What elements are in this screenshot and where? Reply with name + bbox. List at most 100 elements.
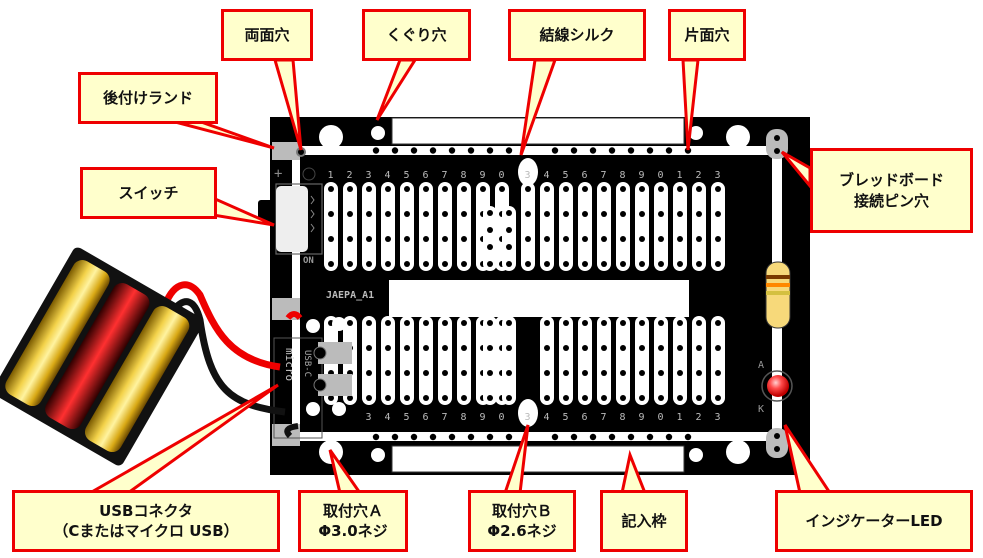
column-number: 9 — [639, 170, 645, 181]
strip-hole — [582, 320, 588, 326]
rail-hole — [551, 147, 559, 154]
strip — [419, 316, 433, 405]
strip — [483, 316, 497, 405]
strip-hole — [525, 211, 531, 217]
strip-hole — [639, 320, 645, 326]
column-number: 0 — [499, 412, 505, 423]
strip-hole — [658, 345, 664, 351]
strip — [654, 316, 668, 405]
strip — [578, 316, 592, 405]
strip-hole — [385, 236, 391, 242]
mount-hole-b-bottom — [518, 399, 538, 427]
rail-hole — [372, 433, 380, 441]
strip-hole — [563, 236, 569, 242]
strip-hole — [563, 211, 569, 217]
strip — [419, 182, 433, 271]
rail-hole — [429, 433, 437, 441]
strip — [711, 316, 725, 405]
strip-hole — [461, 395, 467, 401]
rail-hole — [646, 433, 654, 441]
strip-hole — [582, 186, 588, 192]
strip-hole — [442, 211, 448, 217]
column-number: 1 — [677, 170, 683, 181]
callout-double-sided-hole: 両面穴 — [221, 9, 313, 61]
strip — [540, 182, 554, 271]
strip-hole — [639, 236, 645, 242]
resistor — [765, 261, 791, 329]
strip-hole — [506, 395, 512, 401]
strip-hole — [366, 211, 372, 217]
strip-hole — [677, 261, 683, 267]
pcb-board — [270, 117, 810, 475]
strip-hole — [563, 345, 569, 351]
strip-hole — [328, 236, 334, 242]
strip-hole — [506, 345, 512, 351]
strip-hole — [582, 395, 588, 401]
strip-hole — [563, 320, 569, 326]
strip-hole — [385, 345, 391, 351]
strip-hole — [442, 345, 448, 351]
callout-countersink-hole: くぐり穴 — [362, 9, 471, 61]
rail-hole — [627, 147, 635, 154]
strip-hole — [582, 236, 588, 242]
strip-hole — [677, 345, 683, 351]
column-number: 1 — [677, 412, 683, 423]
strip-hole — [366, 261, 372, 267]
column-number: 3 — [525, 170, 531, 181]
callout-usb-connector: USBコネクタ （Cまたはマイクロ USB） — [12, 490, 280, 552]
strip-hole — [544, 261, 550, 267]
strip-hole — [487, 210, 493, 216]
indicator-led: A K — [758, 360, 793, 415]
strip-hole — [582, 370, 588, 376]
column-number: 6 — [582, 412, 588, 423]
strip-hole — [544, 211, 550, 217]
rail-hole — [486, 433, 494, 441]
rail-hole — [608, 147, 616, 154]
column-number: 5 — [563, 170, 569, 181]
column-number: 7 — [601, 412, 607, 423]
strip-hole — [677, 320, 683, 326]
strip-hole — [461, 236, 467, 242]
strip-hole — [385, 261, 391, 267]
column-number: 5 — [563, 412, 569, 423]
rail-hole — [448, 147, 456, 154]
column-number: 2 — [696, 412, 702, 423]
strip-hole — [696, 186, 702, 192]
rail-hole — [627, 433, 635, 441]
strip — [483, 206, 497, 271]
strip-hole — [328, 395, 334, 401]
strip-hole — [385, 370, 391, 376]
strip — [616, 182, 630, 271]
battery-pack — [0, 247, 204, 466]
strip — [559, 316, 573, 405]
strip-hole — [658, 261, 664, 267]
column-number: 3 — [715, 170, 721, 181]
rail-hole — [646, 147, 654, 154]
strip-hole — [423, 236, 429, 242]
strip-hole — [347, 261, 353, 267]
strip-hole — [677, 395, 683, 401]
strip — [438, 182, 452, 271]
strip-hole — [385, 186, 391, 192]
strip-hole — [487, 261, 493, 267]
strip-hole — [715, 370, 721, 376]
strip-hole — [385, 320, 391, 326]
strip-hole — [461, 261, 467, 267]
strip-hole — [601, 211, 607, 217]
strip-hole — [487, 244, 493, 250]
strip-hole — [328, 261, 334, 267]
callout-retrofit-land: 後付けランド — [78, 72, 218, 124]
strip-hole — [423, 211, 429, 217]
column-number: 5 — [404, 412, 410, 423]
strip-hole — [423, 370, 429, 376]
strip — [616, 316, 630, 405]
strip-hole — [347, 236, 353, 242]
silk-label: JAEPA_A1 — [326, 290, 374, 301]
breadboard-strips — [324, 182, 725, 405]
strip-hole — [366, 320, 372, 326]
strip-hole — [563, 261, 569, 267]
rail-hole — [391, 147, 399, 154]
column-number: 6 — [423, 170, 429, 181]
